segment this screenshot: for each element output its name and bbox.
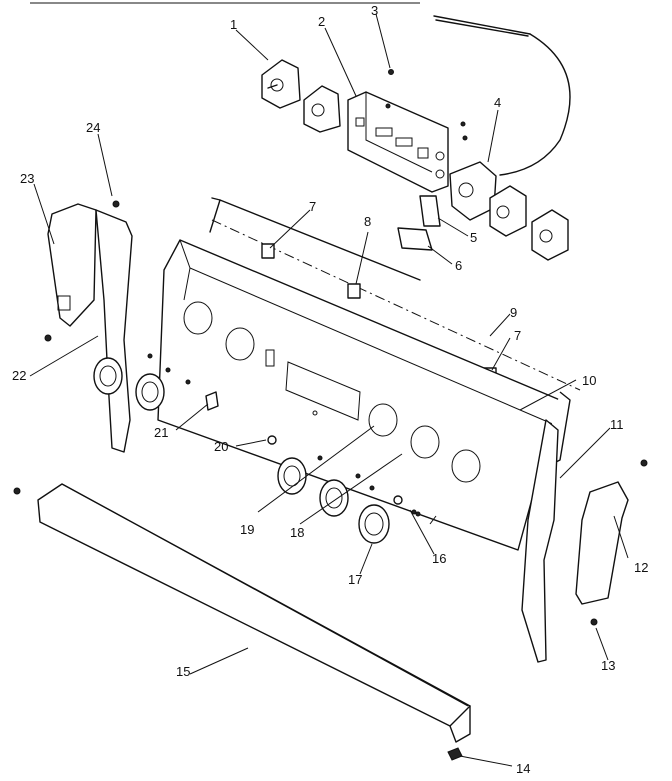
knob-left-b (135, 373, 165, 411)
callout-1: 1 (230, 17, 237, 32)
switch-21 (205, 391, 219, 411)
screw-22 (44, 334, 52, 342)
callout-21: 21 (154, 425, 168, 440)
knob-18 (319, 479, 349, 517)
knob-left-a (93, 357, 123, 395)
knob-19 (277, 457, 307, 495)
callout-24: 24 (86, 120, 100, 135)
callout-15: 15 (176, 664, 190, 679)
callout-20: 20 (214, 439, 228, 454)
callout-18: 18 (290, 525, 304, 540)
indicator-light-8 (347, 283, 361, 299)
pin-16 (393, 495, 403, 505)
callout-17: 17 (348, 572, 362, 587)
callout-10: 10 (582, 373, 596, 388)
leader-lines (29, 13, 629, 767)
callout-22: 22 (12, 368, 26, 383)
callout-12: 12 (634, 560, 648, 575)
infinite-switch-right-a (489, 185, 527, 237)
infinite-switch-2 (303, 85, 341, 133)
callout-16: 16 (432, 551, 446, 566)
callout-14: 14 (516, 761, 530, 776)
callout-7-right: 7 (514, 328, 521, 343)
screw-15-left (13, 487, 21, 495)
callout-3: 3 (371, 3, 378, 18)
callout-23: 23 (20, 171, 34, 186)
callout-8: 8 (364, 214, 371, 229)
panel-bezels (183, 301, 481, 483)
side-bracket-22 (95, 209, 133, 453)
infinite-switch-right-b (531, 209, 569, 261)
end-cap-23 (47, 203, 97, 327)
end-cap-12 (575, 481, 629, 605)
callout-19: 19 (240, 522, 254, 537)
overlay-plate-5 (419, 195, 441, 227)
screw-3 (385, 69, 468, 141)
callout-11: 11 (610, 417, 624, 432)
overlay-plate-6 (397, 227, 433, 251)
callout-13: 13 (601, 658, 615, 673)
screw-12-top (640, 459, 648, 467)
wire-harness (433, 15, 571, 176)
infinite-switch-1 (261, 59, 301, 109)
screw-24 (112, 200, 120, 208)
side-bracket-11 (521, 419, 559, 663)
clock-timer-2 (347, 91, 449, 193)
callout-6: 6 (455, 258, 462, 273)
callout-4: 4 (494, 95, 501, 110)
callout-9: 9 (510, 305, 517, 320)
knob-17 (358, 504, 390, 544)
callout-7-top: 7 (309, 199, 316, 214)
callout-5: 5 (470, 230, 477, 245)
button-20 (267, 435, 277, 445)
screw-14 (447, 747, 463, 761)
knob-screws (147, 353, 421, 517)
screw-13 (590, 618, 598, 626)
callout-labels: 1 2 3 4 5 6 7 7 8 9 10 11 12 13 14 15 16… (12, 3, 648, 776)
lower-trim-15 (37, 483, 471, 743)
selector-switch-4 (449, 161, 497, 221)
callout-2: 2 (318, 14, 325, 29)
